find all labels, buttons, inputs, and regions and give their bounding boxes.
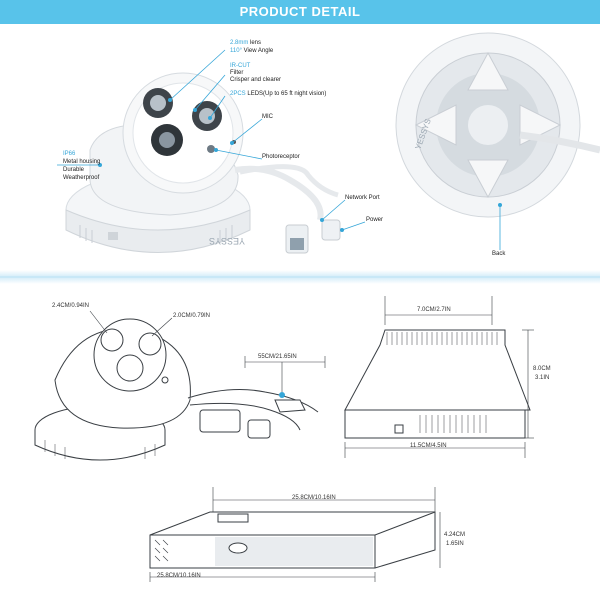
weatherproof-label: Weatherproof — [63, 175, 100, 181]
dim-box-height-in: 1.65IN — [446, 541, 464, 547]
dim-box-length-top: 25.8CM/10.16IN — [292, 495, 336, 501]
base-brand-text: YESSYS — [209, 236, 245, 246]
mic-label: MIC — [262, 114, 273, 120]
filter-desc-label: Crisper and clearer — [230, 77, 282, 83]
dim-cable: 55CM/21.65IN — [258, 354, 297, 360]
filter-label: Filter — [230, 70, 244, 76]
durable-label: Durable — [63, 167, 85, 173]
back-label: Back — [492, 251, 506, 257]
dim-height-in: 3.1IN — [535, 375, 550, 381]
dim-front-large: 2.4CM/0.94IN — [52, 303, 90, 309]
view-angle-label: 110° View Angle — [230, 48, 274, 54]
dim-box-height-cm: 4.24CM — [444, 532, 466, 538]
dim-box-length-bottom: 25.8CM/10.16IN — [157, 573, 201, 579]
network-port-label: Network Port — [345, 195, 380, 201]
dim-top-width: 7.0CM/2.7IN — [417, 307, 451, 313]
page-title: PRODUCT DETAIL — [239, 4, 361, 19]
section-divider — [0, 270, 600, 284]
lens-label: 2.8mm lens — [230, 40, 262, 46]
leds-label: 2PCS LEDS(Up to 65 ft night vision) — [230, 91, 327, 97]
dim-height-cm: 8.0CM — [533, 366, 551, 372]
power-label: Power — [366, 217, 384, 223]
dim-front-small: 2.0CM/0.79IN — [173, 313, 211, 319]
photoreceptor-label: Photoreceptor — [262, 154, 300, 160]
header-banner: PRODUCT DETAIL — [0, 0, 600, 24]
ip66-label: IP66 — [63, 151, 76, 157]
dim-base-width: 11.5CM/4.5IN — [410, 443, 447, 449]
photoreceptor — [207, 145, 215, 153]
housing-label: Metal housing — [63, 159, 101, 165]
ircut-label: IR-CUT — [230, 63, 251, 69]
